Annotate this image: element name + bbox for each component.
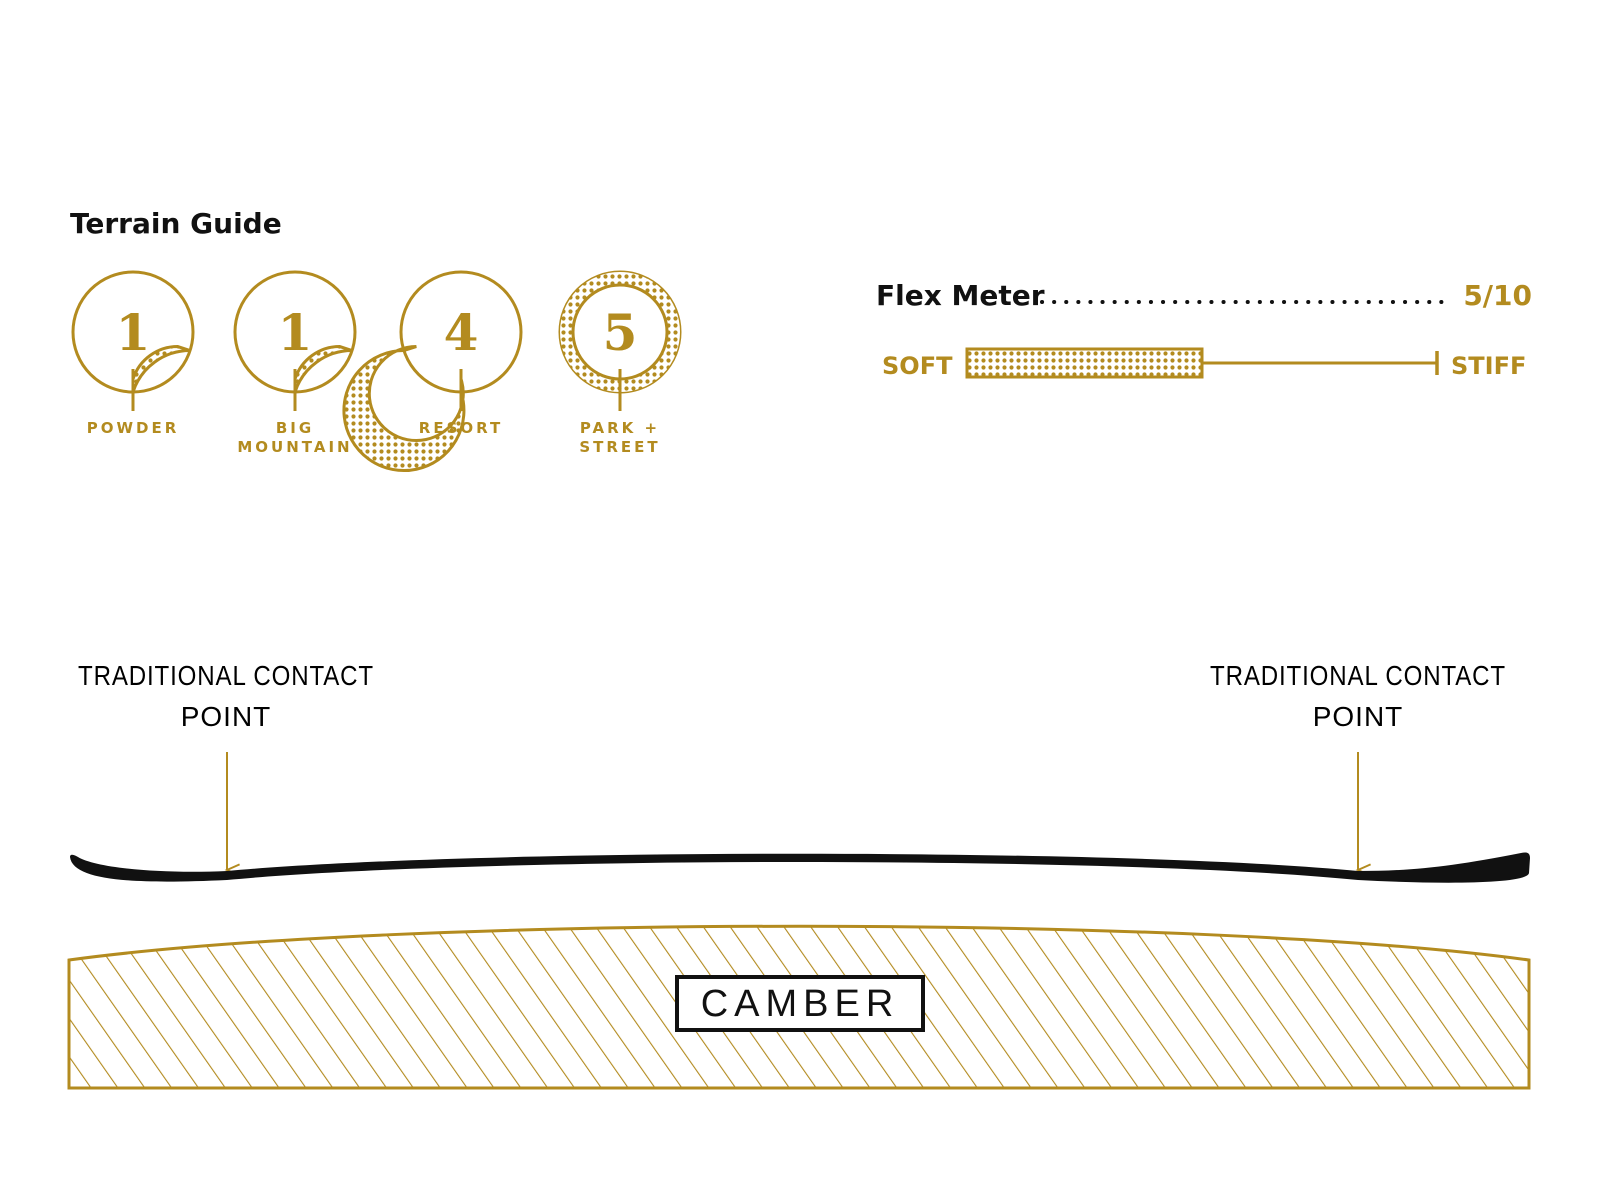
camber-badge-frame (675, 975, 925, 1032)
terrain-label-line: PARK + (580, 419, 660, 437)
terrain-gauge-fill (131, 345, 191, 393)
camber-profile: TRADITIONAL CONTACT POINT TRADITIONAL CO… (67, 660, 1531, 1090)
flex-meter-value: 5/10 (1463, 279, 1532, 312)
camber-badge-text: CAMBER (701, 983, 900, 1025)
terrain-rating-number: 1 (116, 303, 151, 362)
terrain-label-line: MOUNTAIN (237, 438, 352, 456)
left-contact-label-line-2: POINT (181, 701, 272, 732)
terrain-gauge-fill (293, 345, 353, 393)
right-contact-label-line-2: POINT (1313, 701, 1404, 732)
terrain-label-line: POWDER (87, 419, 180, 437)
snowboard-profile (70, 852, 1530, 883)
terrain-rating-number: 4 (444, 303, 479, 362)
right-contact-callout: TRADITIONAL CONTACT POINT (1210, 660, 1506, 877)
terrain-label-line: RESORT (419, 419, 503, 437)
terrain-label-line: STREET (579, 438, 660, 456)
terrain-rating-number: 5 (603, 303, 638, 362)
camber-badge: CAMBER (675, 975, 925, 1032)
flex-stiff-label: STIFF (1451, 352, 1526, 380)
flex-meter-title: Flex Meter (876, 279, 1045, 312)
flex-meter: Flex Meter 5/10 SOFT STIFF (876, 279, 1532, 380)
terrain-gauge-fill (342, 345, 466, 472)
right-contact-label-line-1: TRADITIONAL CONTACT (1210, 660, 1506, 691)
left-contact-callout: TRADITIONAL CONTACT POINT (78, 660, 374, 877)
left-contact-label-line-1: TRADITIONAL CONTACT (78, 660, 374, 691)
flex-meter-fill (965, 347, 1204, 379)
terrain-guide-title: Terrain Guide (70, 207, 282, 240)
terrain-rating-number: 1 (278, 303, 313, 362)
terrain-label-line: BIG (276, 419, 314, 437)
flex-soft-label: SOFT (882, 352, 953, 380)
